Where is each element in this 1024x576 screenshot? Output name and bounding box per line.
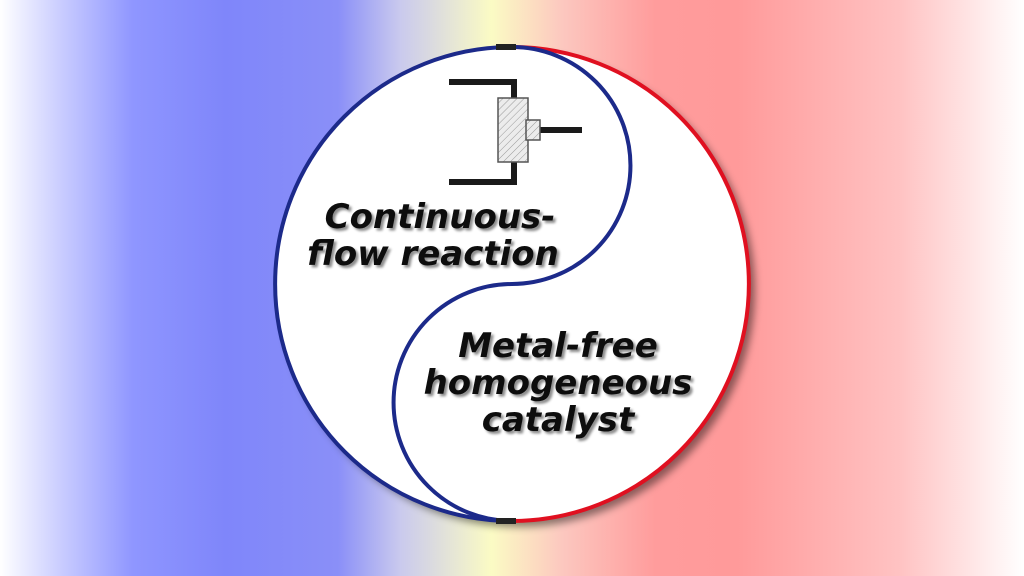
s-curve-divider (391, 45, 633, 523)
top-junction-mark (496, 44, 516, 50)
right-half-outline (511, 45, 751, 523)
left-half-outline (273, 45, 513, 523)
metal-free-label-line3: catalyst (482, 400, 636, 440)
t-junction-mixer-icon (449, 79, 582, 185)
bottom-junction-mark (496, 518, 516, 524)
metal-free-label-line1: Metal-free (458, 326, 658, 366)
continuous-flow-label-line1: Continuous- (325, 197, 556, 237)
continuous-flow-label-line2: flow reaction (307, 234, 559, 274)
metal-free-label-line2: homogeneous (424, 363, 693, 403)
